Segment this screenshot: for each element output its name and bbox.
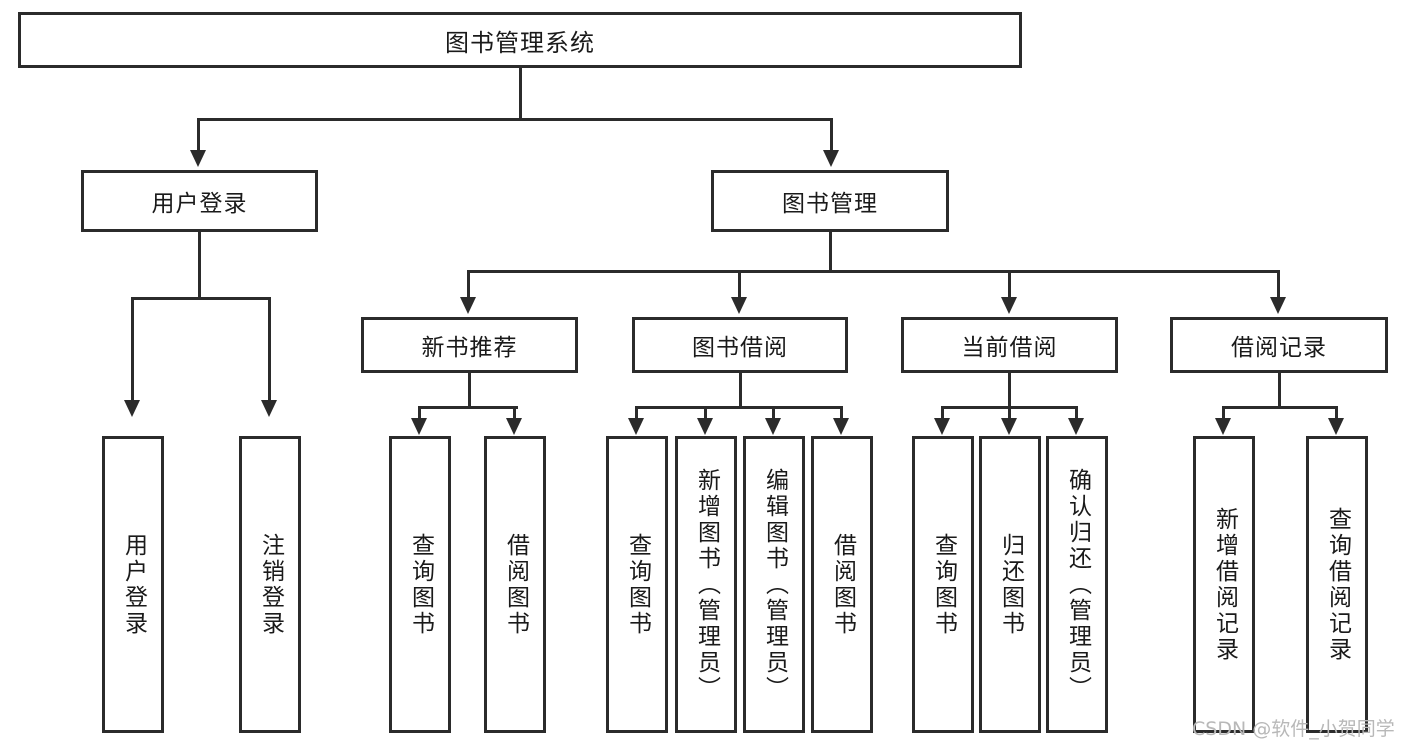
connector-book-borrow-drop-3 — [772, 406, 775, 420]
arrow-leaf-borrow-book-2 — [833, 418, 849, 435]
node-user-login[interactable]: 用户登录 — [81, 170, 318, 232]
connector-borrow-records-drop-1 — [1222, 406, 1225, 420]
connector-to-current-borrow — [1008, 270, 1011, 300]
connector-user-login-bus — [131, 297, 271, 300]
connector-borrow-records-bus — [1222, 406, 1338, 409]
csdn-watermark: CSDN @软件_小贺同学 — [1192, 718, 1395, 740]
arrow-leaf-add-record — [1215, 418, 1231, 435]
connector-to-book-mgmt — [830, 118, 833, 153]
arrow-to-user-login — [190, 150, 206, 167]
connector-new-book-drop-2 — [513, 406, 516, 420]
arrow-leaf-add-book — [697, 418, 713, 435]
node-book-borrow[interactable]: 图书借阅 — [632, 317, 848, 373]
leaf-return-book[interactable]: 归还图书 — [979, 436, 1041, 733]
node-new-book-recommend[interactable]: 新书推荐 — [361, 317, 578, 373]
arrow-leaf-confirm-return — [1068, 418, 1084, 435]
connector-level3-bus — [467, 270, 1280, 273]
arrow-to-current-borrow — [1001, 297, 1017, 314]
leaf-query-book-current[interactable]: 查询图书 — [912, 436, 974, 733]
connector-user-login-stem — [198, 232, 201, 299]
connector-to-book-borrow — [738, 270, 741, 300]
leaf-user-login[interactable]: 用户登录 — [102, 436, 164, 733]
connector-to-new-book — [467, 270, 470, 300]
arrow-leaf-query-book-1 — [411, 418, 427, 435]
connector-user-login-drop-1 — [131, 297, 134, 402]
arrow-to-borrow-records — [1270, 297, 1286, 314]
arrow-to-new-book — [460, 297, 476, 314]
connector-user-login-drop-2 — [268, 297, 271, 402]
leaf-borrow-book-new[interactable]: 借阅图书 — [484, 436, 546, 733]
connector-to-borrow-records — [1277, 270, 1280, 300]
connector-book-borrow-bus — [635, 406, 843, 409]
connector-book-borrow-stem — [739, 373, 742, 408]
connector-root-stem — [519, 68, 522, 119]
leaf-add-book-admin[interactable]: 新增图书（管理员） — [675, 436, 737, 733]
leaf-query-book-borrow[interactable]: 查询图书 — [606, 436, 668, 733]
connector-current-borrow-drop-3 — [1075, 406, 1078, 420]
arrow-leaf-query-record — [1328, 418, 1344, 435]
connector-new-book-stem — [468, 373, 471, 408]
connector-book-borrow-drop-1 — [635, 406, 638, 420]
connector-borrow-records-stem — [1278, 373, 1281, 408]
arrow-leaf-edit-book — [765, 418, 781, 435]
connector-current-borrow-stem — [1008, 373, 1011, 408]
node-current-borrow[interactable]: 当前借阅 — [901, 317, 1118, 373]
connector-book-mgmt-stem — [829, 232, 832, 272]
leaf-confirm-return-admin[interactable]: 确认归还（管理员） — [1046, 436, 1108, 733]
arrow-leaf-query-book-3 — [934, 418, 950, 435]
leaf-borrow-book-borrow[interactable]: 借阅图书 — [811, 436, 873, 733]
arrow-leaf-return-book — [1001, 418, 1017, 435]
leaf-query-borrow-record[interactable]: 查询借阅记录 — [1306, 436, 1368, 733]
node-borrow-records[interactable]: 借阅记录 — [1170, 317, 1388, 373]
leaf-logout[interactable]: 注销登录 — [239, 436, 301, 733]
arrow-to-book-mgmt — [823, 150, 839, 167]
leaf-query-book-new[interactable]: 查询图书 — [389, 436, 451, 733]
node-root-system[interactable]: 图书管理系统 — [18, 12, 1022, 68]
connector-level2-bus — [197, 118, 833, 121]
connector-borrow-records-drop-2 — [1335, 406, 1338, 420]
connector-book-borrow-drop-2 — [704, 406, 707, 420]
connector-book-borrow-drop-4 — [840, 406, 843, 420]
connector-current-borrow-drop-1 — [941, 406, 944, 420]
node-book-management[interactable]: 图书管理 — [711, 170, 949, 232]
arrow-leaf-query-book-2 — [628, 418, 644, 435]
connector-current-borrow-drop-2 — [1008, 406, 1011, 420]
connector-new-book-bus — [418, 406, 518, 409]
leaf-add-borrow-record[interactable]: 新增借阅记录 — [1193, 436, 1255, 733]
arrow-leaf-borrow-book-1 — [506, 418, 522, 435]
arrow-leaf-user-login — [124, 400, 140, 417]
connector-new-book-drop-1 — [418, 406, 421, 420]
leaf-edit-book-admin[interactable]: 编辑图书（管理员） — [743, 436, 805, 733]
arrow-to-book-borrow — [731, 297, 747, 314]
arrow-leaf-logout — [261, 400, 277, 417]
connector-to-user-login — [197, 118, 200, 153]
